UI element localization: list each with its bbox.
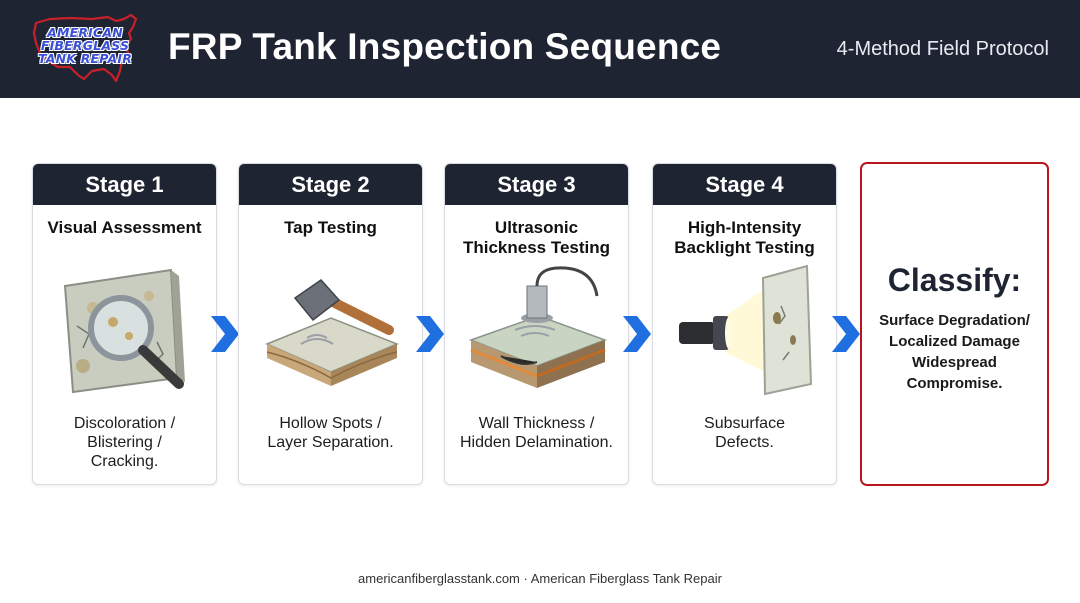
- stage-description-line: Blistering /: [87, 434, 162, 451]
- stage-name: Visual Assessment: [33, 218, 216, 238]
- logo-text-line: AMERICAN: [47, 25, 123, 40]
- stage-description: Hollow Spots / Layer Separation.: [239, 414, 422, 452]
- stage-name-line: Thickness Testing: [462, 238, 611, 257]
- magnifier-icon: [63, 268, 185, 394]
- stage-name-line: High-Intensity: [687, 218, 802, 237]
- chevron-right-icon: [832, 316, 860, 352]
- stage-name: Ultrasonic Thickness Testing: [445, 218, 628, 258]
- stage-description-line: Subsurface: [704, 415, 785, 432]
- stage-label: Stage 4: [653, 164, 836, 205]
- usa-map-logo-icon: [32, 13, 138, 83]
- stage-description-line: Wall Thickness /: [478, 415, 595, 432]
- header-bar: AMERICAN FIBERGLASS TANK REPAIR FRP Tank…: [0, 0, 1080, 98]
- classify-box: Classify: Surface Degradation/ Localized…: [860, 162, 1049, 486]
- classify-line: Compromise.: [906, 375, 1003, 392]
- flashlight-icon: [679, 264, 813, 396]
- stage-description-line: Layer Separation.: [267, 434, 394, 451]
- classify-text: Surface Degradation/ Localized Damage Wi…: [862, 310, 1047, 394]
- classify-line: Localized Damage: [889, 333, 1020, 350]
- stage-description-line: Cracking.: [90, 453, 159, 470]
- classify-line: Widespread: [912, 354, 997, 371]
- ultrasonic-probe-icon: [468, 266, 608, 388]
- classify-title: Classify:: [887, 262, 1022, 298]
- chevron-right-icon: [416, 316, 444, 352]
- stage-description-line: Hidden Delamination.: [460, 434, 613, 451]
- stage-description: Discoloration / Blistering / Cracking.: [33, 414, 216, 471]
- stage-card-2: Stage 2 Tap Testing Hollow Spots / Layer…: [238, 163, 423, 485]
- stage-name-line: Backlight Testing: [674, 238, 815, 257]
- page-subtitle: 4-Method Field Protocol: [836, 38, 1049, 60]
- stage-description-line: Hollow Spots /: [279, 415, 382, 432]
- stage-name-line: Ultrasonic: [494, 218, 579, 237]
- logo-text-line: FIBERGLASS: [40, 38, 130, 53]
- footer-text: americanfiberglasstank.com · American Fi…: [358, 571, 722, 586]
- chevron-right-icon: [623, 316, 651, 352]
- chevron-right-icon: [211, 316, 239, 352]
- stage-description-line: Defects.: [715, 434, 774, 451]
- stage-name: Tap Testing: [239, 218, 422, 238]
- stage-card-1: Stage 1 Visual Assessment Discoloration …: [32, 163, 217, 485]
- stage-label: Stage 3: [445, 164, 628, 205]
- hammer-icon: [265, 279, 399, 386]
- stage-card-4: Stage 4 High-Intensity Backlight Testing…: [652, 163, 837, 485]
- logo-text-line: TANK REPAIR: [37, 51, 133, 66]
- stage-card-3: Stage 3 Ultrasonic Thickness Testing Wal…: [444, 163, 629, 485]
- stage-description-line: Discoloration /: [73, 415, 176, 432]
- stage-label: Stage 2: [239, 164, 422, 205]
- stage-description: Wall Thickness / Hidden Delamination.: [445, 414, 628, 452]
- page-title: FRP Tank Inspection Sequence: [168, 26, 722, 67]
- stage-name-line: Tap Testing: [284, 218, 377, 237]
- stage-description: Subsurface Defects.: [653, 414, 836, 452]
- stage-name-line: Visual Assessment: [47, 218, 202, 237]
- stage-name: High-Intensity Backlight Testing: [653, 218, 836, 258]
- classify-line: Surface Degradation/: [879, 312, 1030, 329]
- stage-label: Stage 1: [33, 164, 216, 205]
